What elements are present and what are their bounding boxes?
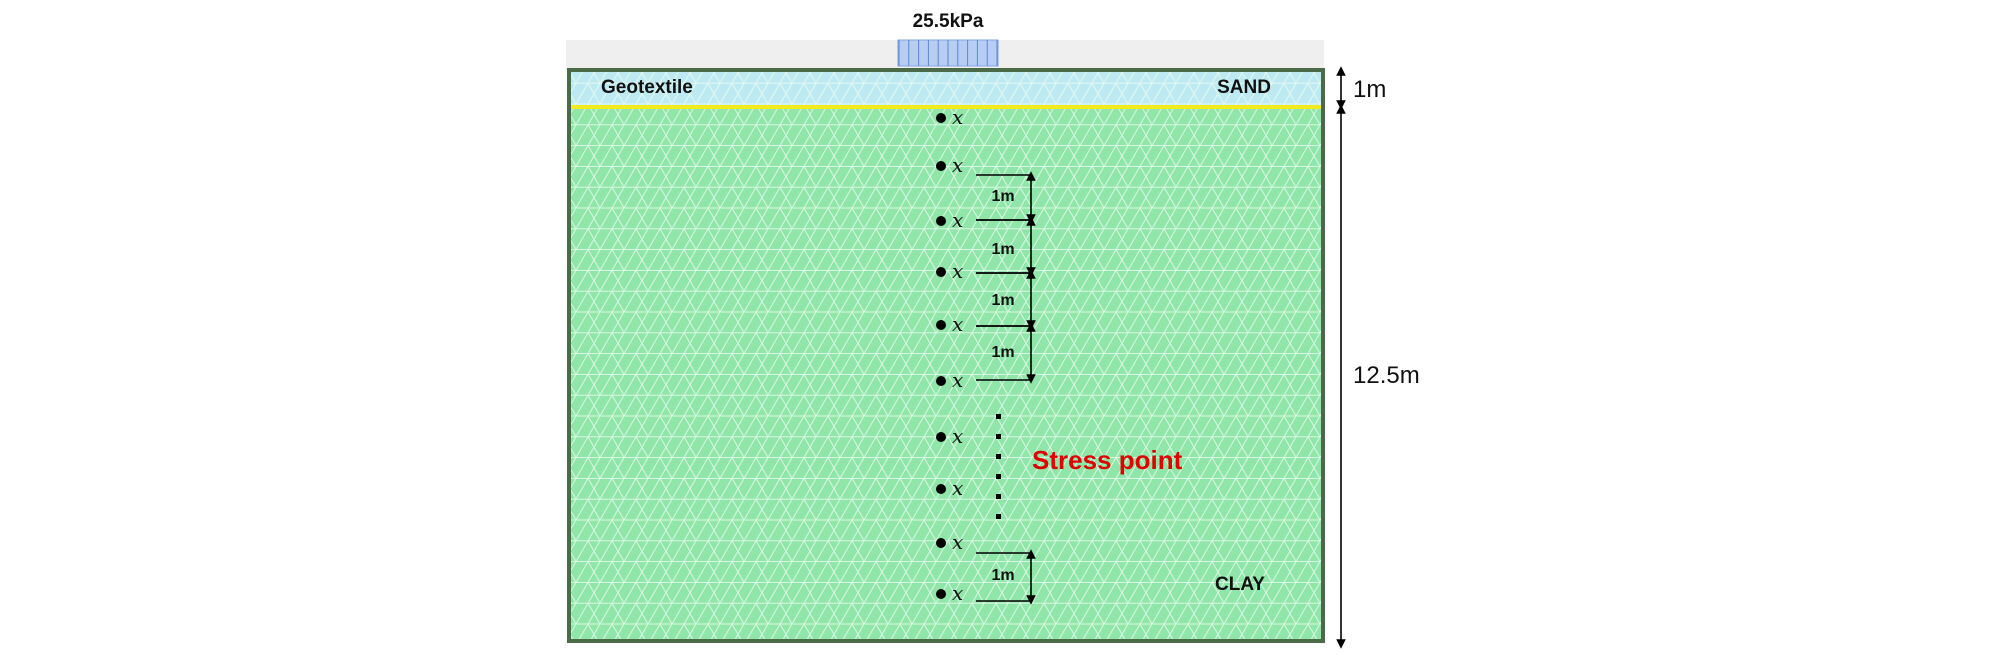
stress-point-marker: x	[952, 368, 963, 392]
spacing-label-3: 1m	[991, 292, 1014, 309]
spacing-label-4: 1m	[991, 344, 1014, 361]
stress-point-dot	[936, 113, 946, 123]
sand-label: SAND	[1217, 77, 1271, 98]
spacing-label-5: 1m	[991, 567, 1014, 584]
stress-point-dot	[936, 267, 946, 277]
stress-point-marker: x	[952, 153, 963, 177]
ellipsis-dots	[996, 414, 1001, 519]
stress-point-dot	[936, 320, 946, 330]
spacing-label-2: 1m	[991, 241, 1014, 258]
stress-point-dot	[936, 376, 946, 386]
stress-point-marker: x	[952, 476, 963, 500]
stress-point-dot	[936, 589, 946, 599]
stress-point-dot	[936, 161, 946, 171]
clay-mesh	[571, 107, 1321, 641]
geotextile-label: Geotextile	[601, 77, 693, 98]
stress-point-marker: x	[952, 105, 963, 129]
stress-point-marker: x	[952, 530, 963, 554]
stress-point-label: Stress point	[1032, 445, 1183, 475]
stress-point-dot	[936, 538, 946, 548]
stress-point-marker: x	[952, 312, 963, 336]
stress-point-marker: x	[952, 424, 963, 448]
clay-label: CLAY	[1215, 574, 1265, 595]
model-border	[567, 68, 1325, 643]
sand-mesh	[571, 70, 1321, 107]
stress-point-dot	[936, 484, 946, 494]
spacing-dimensions	[976, 171, 1036, 605]
load-label: 25.5kPa	[913, 11, 984, 32]
stress-point-marker: x	[952, 259, 963, 283]
stress-point-dot	[936, 432, 946, 442]
sand-thickness-label: 1m	[1353, 76, 1386, 103]
stress-point-marker: x	[952, 208, 963, 232]
stress-point-marker: x	[952, 581, 963, 605]
clay-thickness-label: 12.5m	[1353, 362, 1420, 389]
spacing-label-1: 1m	[991, 188, 1014, 205]
stress-point-dot	[936, 216, 946, 226]
distributed-load	[897, 39, 999, 67]
